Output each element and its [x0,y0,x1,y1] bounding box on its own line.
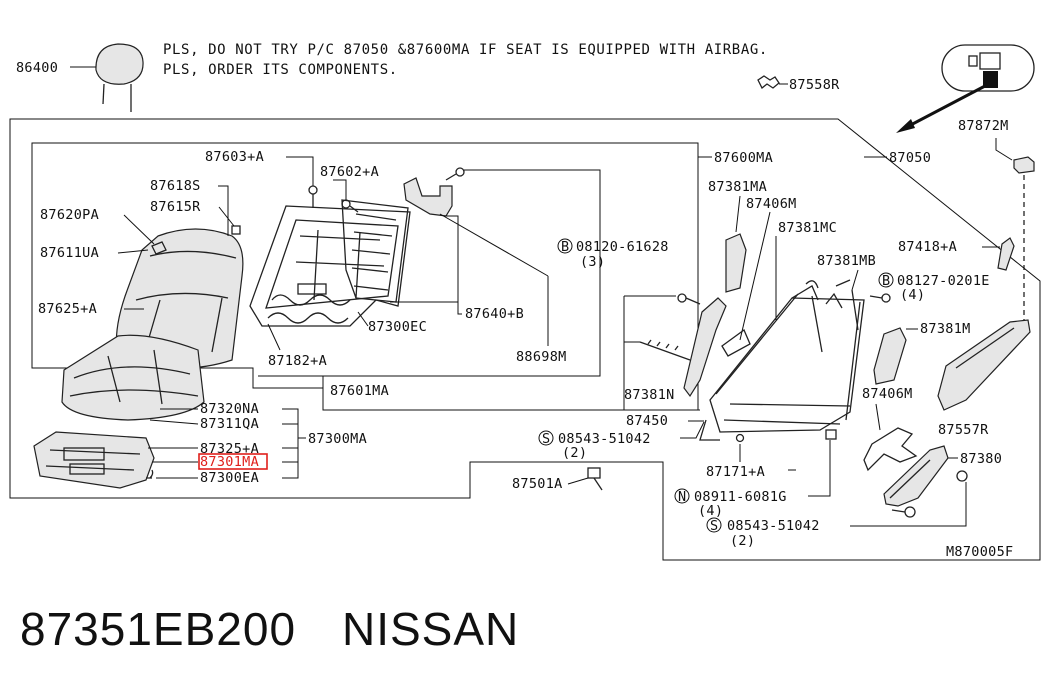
label-87603a: 87603+A [205,149,264,165]
clip-87615r[interactable] [231,225,241,235]
label-08911: 08911-6081G [694,489,787,505]
part-number-title: 87351EB200 [20,603,296,655]
marker-s-2: S [710,518,718,534]
bracket-part[interactable] [403,177,453,217]
label-87501a: 87501A [512,476,563,492]
label-87558r: 87558R [789,77,840,93]
label-87301ma: 87301MA [200,454,259,470]
highlight-box-87301ma [198,453,268,470]
label-87615r: 87615R [150,199,201,215]
label-08543-a: 08543-51042 [558,431,651,447]
label-87381mb: 87381MB [817,253,876,269]
vehicle-location-icon [896,44,1035,133]
label-87381mc: 87381MC [778,220,837,236]
label-87640b: 87640+B [465,306,524,322]
seat-cushion-part[interactable] [61,334,205,421]
label-08543-b-qty: (2) [730,533,755,549]
seatback-frame-part[interactable] [249,205,411,327]
cover-87381m-part[interactable] [873,327,907,385]
clip-87558r-part[interactable] [757,75,780,90]
label-87601ma: 87601MA [330,383,389,399]
nut-marker-n [674,488,690,504]
label-87381n: 87381N [624,387,675,403]
label-87406m-top: 87406M [746,196,797,212]
seatback-panel-part[interactable] [341,199,409,303]
label-08120: 08120-61628 [576,239,669,255]
label-87381ma: 87381MA [708,179,767,195]
label-08127-qty: (4) [900,287,925,303]
label-87050: 87050 [889,150,931,166]
seatback-cushion-part[interactable] [115,228,244,369]
seat-adjuster-left-part[interactable] [639,293,727,398]
label-08120-qty: (3) [580,254,605,270]
part-87872m[interactable] [1013,156,1035,174]
bolt-08120[interactable] [445,167,465,181]
hook-87620pa[interactable] [151,241,167,255]
label-87418a: 87418+A [898,239,957,255]
headrest-part[interactable] [95,43,144,112]
marker-b-2: B [882,273,890,289]
label-08911-qty: (4) [698,503,723,519]
label-87450: 87450 [626,413,668,429]
header-note-line1: PLS, DO NOT TRY P/C 87050 &87600MA IF SE… [163,42,768,58]
cover-87418a-part[interactable] [997,237,1015,271]
label-87618s: 87618S [150,178,201,194]
label-87300ec: 87300EC [368,319,427,335]
nut-08911[interactable] [825,429,837,440]
outline-87050-region [9,118,1041,561]
recliner-87380-part[interactable] [883,445,968,518]
screw-marker-s-2 [706,517,722,533]
label-87620pa: 87620PA [40,207,99,223]
label-87380: 87380 [960,451,1002,467]
bolt-marker-b-1 [557,238,573,254]
label-87300ma: 87300MA [308,431,367,447]
label-87182a: 87182+A [268,353,327,369]
label-87171a: 87171+A [706,464,765,480]
marker-b-1: B [561,239,569,255]
bolt-87501a[interactable] [587,467,603,491]
label-08127: 08127-0201E [897,273,990,289]
label-87872m: 87872M [958,118,1009,134]
marker-n: N [678,489,686,505]
label-86400: 86400 [16,60,58,76]
marker-s-1: S [542,431,550,447]
seat-track-frame-part[interactable] [699,279,865,441]
washer-87171a[interactable] [735,433,745,443]
bolt-87603a[interactable] [308,185,318,208]
label-08543-b: 08543-51042 [727,518,820,534]
brand-title: NISSAN [342,603,519,655]
label-08543-a-qty: (2) [562,445,587,461]
label-87557r: 87557R [938,422,989,438]
bolt-08127[interactable] [869,293,891,303]
label-87381m: 87381M [920,321,971,337]
label-87300ea: 87300EA [200,470,259,486]
label-87311qa: 87311QA [200,416,259,432]
label-87611ua: 87611UA [40,245,99,261]
label-87602a: 87602+A [320,164,379,180]
header-note-line2: PLS, ORDER ITS COMPONENTS. [163,62,398,78]
figure-code: M870005F [946,544,1013,560]
screw-marker-s-1 [538,430,554,446]
label-87600ma: 87600MA [714,150,773,166]
lever-87406m-part[interactable] [863,427,918,472]
clip-87300ea[interactable] [146,469,154,479]
cover-87381ma-part[interactable] [725,233,747,293]
seat-pan-part[interactable] [33,431,155,489]
bolt-marker-b-2 [878,272,894,288]
label-87320na: 87320NA [200,401,259,417]
label-87625a: 87625+A [38,301,97,317]
label-87325a: 87325+A [200,441,259,457]
label-87406m-bot: 87406M [862,386,913,402]
side-cover-87557r-part[interactable] [937,319,1031,411]
label-88698m: 88698M [516,349,567,365]
